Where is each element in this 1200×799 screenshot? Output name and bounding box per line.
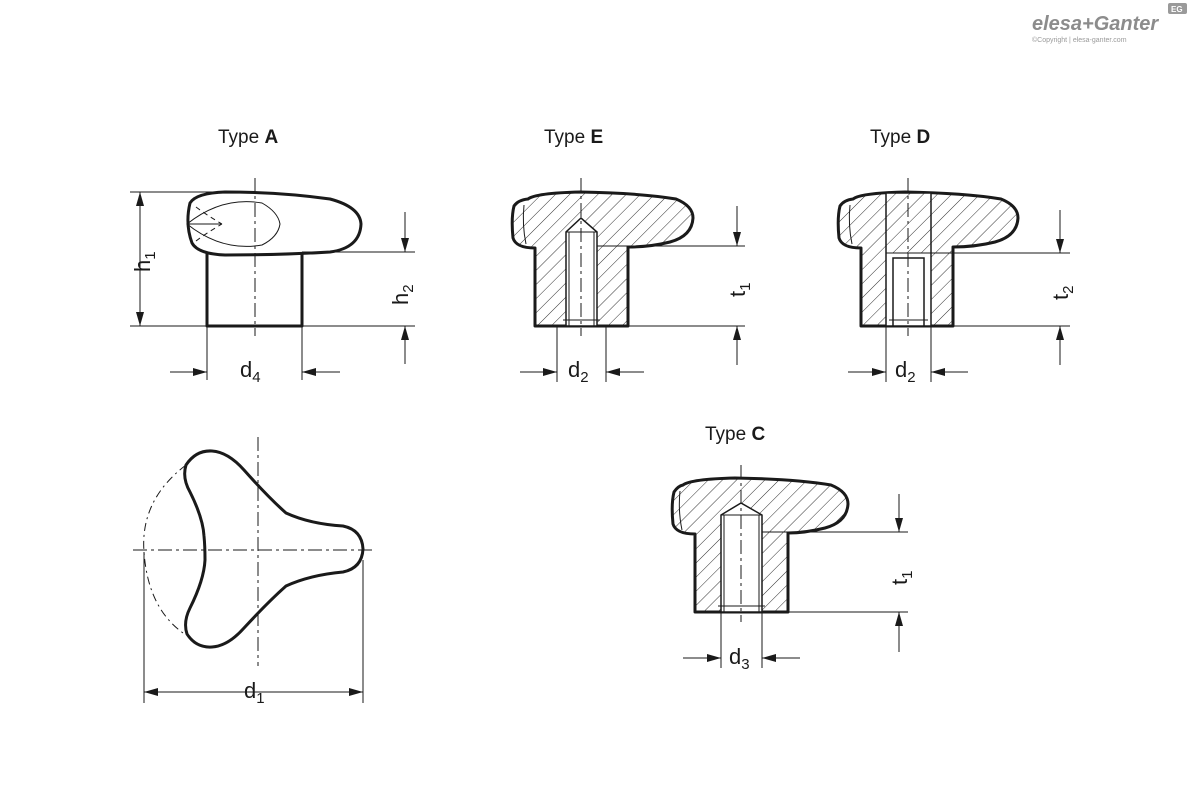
d3-label: d3 — [729, 644, 750, 673]
type-a-lobe — [186, 201, 281, 247]
t1-e-arrow-top — [733, 232, 741, 246]
t1-e-label: t1 — [725, 283, 754, 297]
type-c-lobe-edge — [678, 490, 683, 531]
type-e-lobe-edge — [522, 204, 527, 245]
t2-arrow-bottom — [1056, 326, 1064, 340]
d2-d-arrow-left — [872, 368, 886, 376]
type-d-lobe-edge — [848, 204, 853, 245]
top-view-knob-outline — [183, 449, 365, 649]
type-e-body-section — [510, 190, 695, 328]
h1-arrow-bottom — [136, 312, 144, 326]
t2-arrow-top — [1056, 239, 1064, 253]
view-type-a: Type A h1 h2 d4 — [130, 127, 417, 386]
h2-arrow-bottom — [401, 326, 409, 340]
h1-arrow-top — [136, 192, 144, 206]
type-c-label: Type C — [705, 424, 765, 445]
t1-c-arrow-top — [895, 518, 903, 532]
type-e-label: Type E — [544, 127, 603, 148]
d3-arrow-left — [707, 654, 721, 662]
view-type-d: Type D t2 d2 — [836, 127, 1077, 386]
d4-arrow-right — [302, 368, 316, 376]
d2-d-label: d2 — [895, 357, 916, 386]
type-d-label: Type D — [870, 127, 930, 148]
brand-logo-text: elesa+Ganter — [1032, 13, 1159, 35]
brand-badge-text: EG — [1171, 5, 1183, 14]
d1-arrow-left — [144, 688, 158, 696]
d1-label: d1 — [244, 678, 265, 707]
view-type-c: Type C t1 d3 — [670, 424, 916, 673]
d3-arrow-right — [762, 654, 776, 662]
t2-label: t2 — [1048, 286, 1077, 300]
h2-arrow-top — [401, 238, 409, 252]
d4-label: d4 — [240, 357, 261, 386]
d4-arrow-left — [193, 368, 207, 376]
h1-label: h1 — [130, 251, 159, 272]
view-type-e: Type E t1 d2 — [510, 127, 754, 386]
type-a-head — [186, 190, 363, 257]
brand-logo: elesa+Ganter EG ©Copyright | elesa-gante… — [1032, 3, 1187, 44]
d2-e-label: d2 — [568, 357, 589, 386]
type-a-label: Type A — [218, 127, 278, 148]
view-top: d1 — [133, 437, 375, 707]
t1-e-arrow-bottom — [733, 326, 741, 340]
d2-e-arrow-right — [606, 368, 620, 376]
type-a-hidden-edge — [195, 206, 223, 242]
h2-label: h2 — [388, 284, 417, 305]
brand-badge-icon — [1168, 3, 1187, 14]
type-c-threaded-insert — [720, 502, 763, 613]
copyright-text: ©Copyright | elesa-ganter.com — [1032, 36, 1127, 44]
d2-d-arrow-right — [931, 368, 945, 376]
t1-c-label: t1 — [887, 571, 916, 585]
d2-e-arrow-left — [543, 368, 557, 376]
t1-c-arrow-bottom — [895, 612, 903, 626]
d1-arrow-right — [349, 688, 363, 696]
